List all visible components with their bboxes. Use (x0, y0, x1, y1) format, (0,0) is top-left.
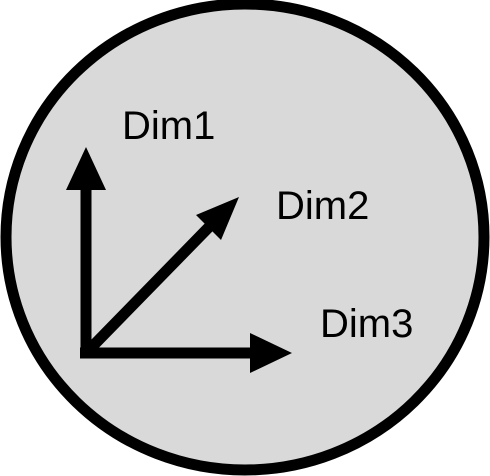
dim1-label: Dim1 (122, 104, 215, 148)
dim3-arrow-head (250, 333, 292, 373)
dim3-arrow (80, 333, 292, 373)
dim2-arrow-shaft (82, 222, 214, 357)
axis-arrows (66, 147, 292, 373)
dim3-label: Dim3 (320, 302, 413, 346)
dim2-arrow (82, 197, 239, 357)
dim2-label: Dim2 (276, 184, 369, 228)
dim2-arrow-head (196, 197, 239, 240)
dim1-arrow (66, 147, 106, 358)
dim1-arrow-head (66, 147, 106, 190)
